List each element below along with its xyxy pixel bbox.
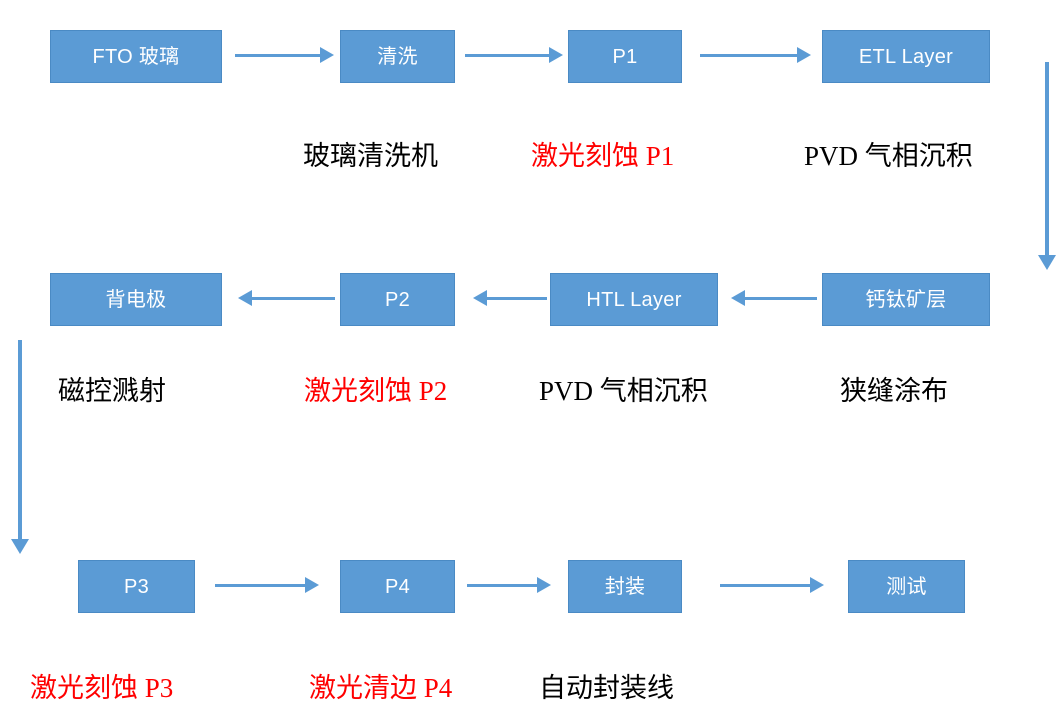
caption-text: 激光清边 P4	[309, 673, 453, 703]
caption-slot-die-coating: 狭缝涂布	[840, 378, 948, 405]
node-label: P4	[384, 575, 411, 598]
node-label: P3	[123, 575, 150, 598]
node-htl-layer[interactable]: HTL Layer	[550, 273, 718, 326]
caption-auto-encapsulation-line: 自动封装线	[539, 675, 674, 702]
node-label: 测试	[886, 575, 927, 598]
caption-text: 狭缝涂布	[840, 376, 948, 406]
caption-laser-scribe-p2: 激光刻蚀 P2	[304, 378, 447, 405]
node-back-electrode[interactable]: 背电极	[50, 273, 222, 326]
node-label: HTL Layer	[586, 288, 682, 311]
caption-laser-scribe-p1: 激光刻蚀 P1	[531, 143, 674, 170]
node-p4[interactable]: P4	[340, 560, 455, 613]
node-fto-glass[interactable]: FTO 玻璃	[50, 30, 222, 83]
caption-pvd-deposition-2: PVD 气相沉积	[539, 378, 708, 405]
caption-magnetron-sputtering: 磁控溅射	[58, 378, 166, 405]
node-label: 清洗	[377, 45, 418, 68]
node-cleaning[interactable]: 清洗	[340, 30, 455, 83]
node-label: P2	[384, 288, 411, 311]
node-label: 封装	[604, 575, 646, 598]
node-testing[interactable]: 测试	[848, 560, 965, 613]
caption-text: 激光刻蚀 P3	[30, 673, 174, 703]
caption-text: PVD 气相沉积	[539, 376, 708, 406]
node-etl-layer[interactable]: ETL Layer	[822, 30, 990, 83]
caption-pvd-deposition-1: PVD 气相沉积	[804, 143, 973, 170]
node-label: FTO 玻璃	[92, 45, 180, 68]
caption-text: 磁控溅射	[58, 376, 166, 406]
caption-laser-edge-clean-p4: 激光清边 P4	[309, 675, 452, 702]
caption-text: 自动封装线	[539, 673, 674, 703]
node-encapsulation[interactable]: 封装	[568, 560, 682, 613]
node-p2[interactable]: P2	[340, 273, 455, 326]
node-perovskite-layer[interactable]: 钙钛矿层	[822, 273, 990, 326]
caption-text: 激光刻蚀 P2	[304, 376, 448, 406]
node-label: 钙钛矿层	[865, 288, 947, 311]
caption-text: 激光刻蚀 P1	[531, 141, 675, 171]
node-label: P1	[612, 45, 638, 68]
node-label: ETL Layer	[858, 45, 954, 68]
node-p1[interactable]: P1	[568, 30, 682, 83]
caption-text: 玻璃清洗机	[303, 141, 438, 171]
caption-glass-cleaner: 玻璃清洗机	[303, 143, 438, 170]
caption-text: PVD 气相沉积	[804, 141, 973, 171]
caption-laser-scribe-p3: 激光刻蚀 P3	[30, 675, 173, 702]
node-p3[interactable]: P3	[78, 560, 195, 613]
node-label: 背电极	[105, 288, 167, 311]
